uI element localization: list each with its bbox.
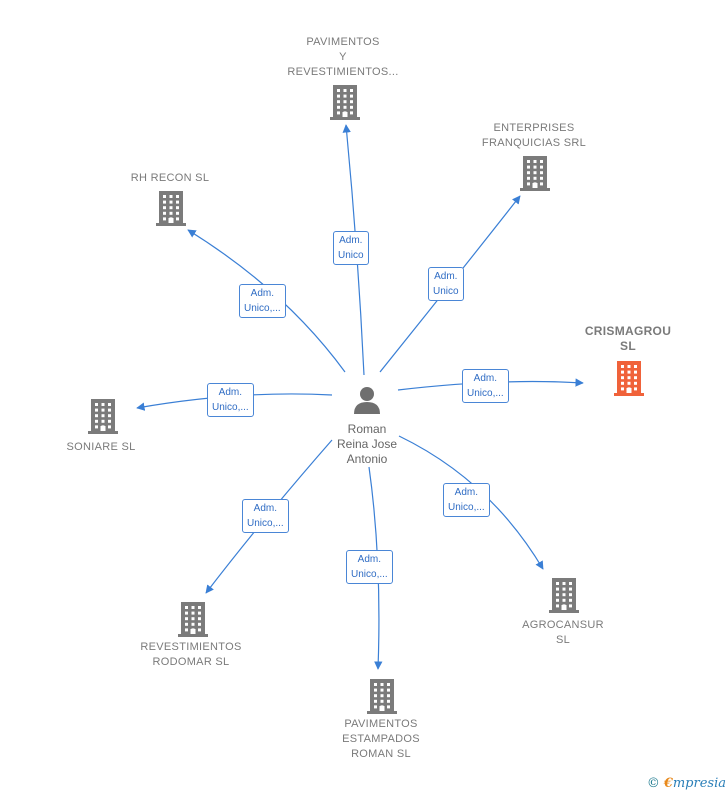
company-name-line: ESTAMPADOS (342, 733, 420, 745)
building-icon[interactable] (178, 600, 208, 643)
company-name-line: ENTERPRISES (493, 122, 575, 134)
building-icon[interactable] (367, 677, 397, 720)
company-name-line: ROMAN SL (351, 748, 411, 760)
role-line: Adm. (250, 288, 275, 299)
role-line: Unico,... (448, 502, 485, 513)
footer-brand: ©€mpresia (647, 776, 726, 791)
company-name-line: REVESTIMIENTOS... (287, 66, 399, 78)
building-icon[interactable] (520, 154, 550, 197)
role-label-pavimentos-estampados: Adm. Unico,... (346, 550, 393, 584)
brand-logo-letter: € (663, 776, 673, 791)
role-line: Unico,... (351, 569, 388, 580)
company-name-line: RODOMAR SL (152, 656, 230, 668)
role-label-enterprises-franquicias: Adm. Unico (428, 267, 464, 301)
company-name-line: SONIARE SL (66, 441, 136, 453)
company-name-line: CRISMAGROU (584, 324, 672, 338)
role-line: Unico,... (247, 518, 284, 529)
person-name-line: Antonio (346, 452, 388, 466)
role-line: Unico (338, 250, 364, 261)
role-label-agrocansur: Adm. Unico,... (443, 483, 490, 517)
company-name-pavimentos-estampados[interactable]: PAVIMENTOS ESTAMPADOS ROMAN SL (342, 717, 420, 762)
company-name-line: REVESTIMIENTOS (140, 641, 242, 653)
person-icon[interactable] (352, 385, 382, 420)
company-name-line: AGROCANSUR (522, 619, 604, 631)
role-line: Adm. (253, 503, 278, 514)
role-line: Adm. (454, 487, 479, 498)
company-name-agrocansur[interactable]: AGROCANSUR SL (522, 618, 604, 648)
role-line: Adm. (339, 235, 363, 246)
company-name-pavimentos-revestimientos[interactable]: PAVIMENTOS Y REVESTIMIENTOS... (287, 35, 398, 80)
company-name-line: RH RECON SL (130, 172, 210, 184)
building-icon[interactable] (549, 576, 579, 619)
role-line: Unico (433, 286, 459, 297)
company-name-line: FRANQUICIAS SRL (481, 137, 587, 149)
company-name-line: SL (620, 339, 636, 353)
company-name-line: Y (339, 51, 347, 63)
company-name-revestimientos-rodomar[interactable]: REVESTIMIENTOS RODOMAR SL (140, 640, 241, 670)
building-icon[interactable] (330, 83, 360, 126)
person-name-line: Roman (347, 422, 387, 436)
company-name-soniare[interactable]: SONIARE SL (66, 440, 135, 455)
role-line: Adm. (434, 271, 458, 282)
company-name-rh-recon[interactable]: RH RECON SL (131, 171, 209, 186)
copyright-symbol: © (646, 776, 660, 791)
company-name-line: SL (555, 634, 571, 646)
role-label-crismagrou: Adm. Unico,... (462, 369, 509, 403)
role-line: Adm. (218, 387, 243, 398)
role-line: Adm. (473, 373, 498, 384)
building-icon[interactable] (156, 189, 186, 232)
building-icon[interactable] (614, 359, 644, 402)
role-label-pavimentos-revestimientos: Adm. Unico (333, 231, 369, 265)
company-name-enterprises-franquicias[interactable]: ENTERPRISES FRANQUICIAS SRL (482, 121, 586, 151)
role-line: Adm. (357, 554, 382, 565)
building-icon[interactable] (88, 397, 118, 440)
role-label-revestimientos-rodomar: Adm. Unico,... (242, 499, 289, 533)
role-line: Unico,... (467, 388, 504, 399)
role-line: Unico,... (244, 303, 281, 314)
brand-name: mpresia (672, 776, 726, 791)
role-label-soniare: Adm. Unico,... (207, 383, 254, 417)
role-line: Unico,... (212, 402, 249, 413)
company-name-line: PAVIMENTOS (306, 36, 380, 48)
role-label-rh-recon: Adm. Unico,... (239, 284, 286, 318)
person-name-line: Reina Jose (336, 437, 398, 451)
company-name-line: PAVIMENTOS (344, 718, 418, 730)
